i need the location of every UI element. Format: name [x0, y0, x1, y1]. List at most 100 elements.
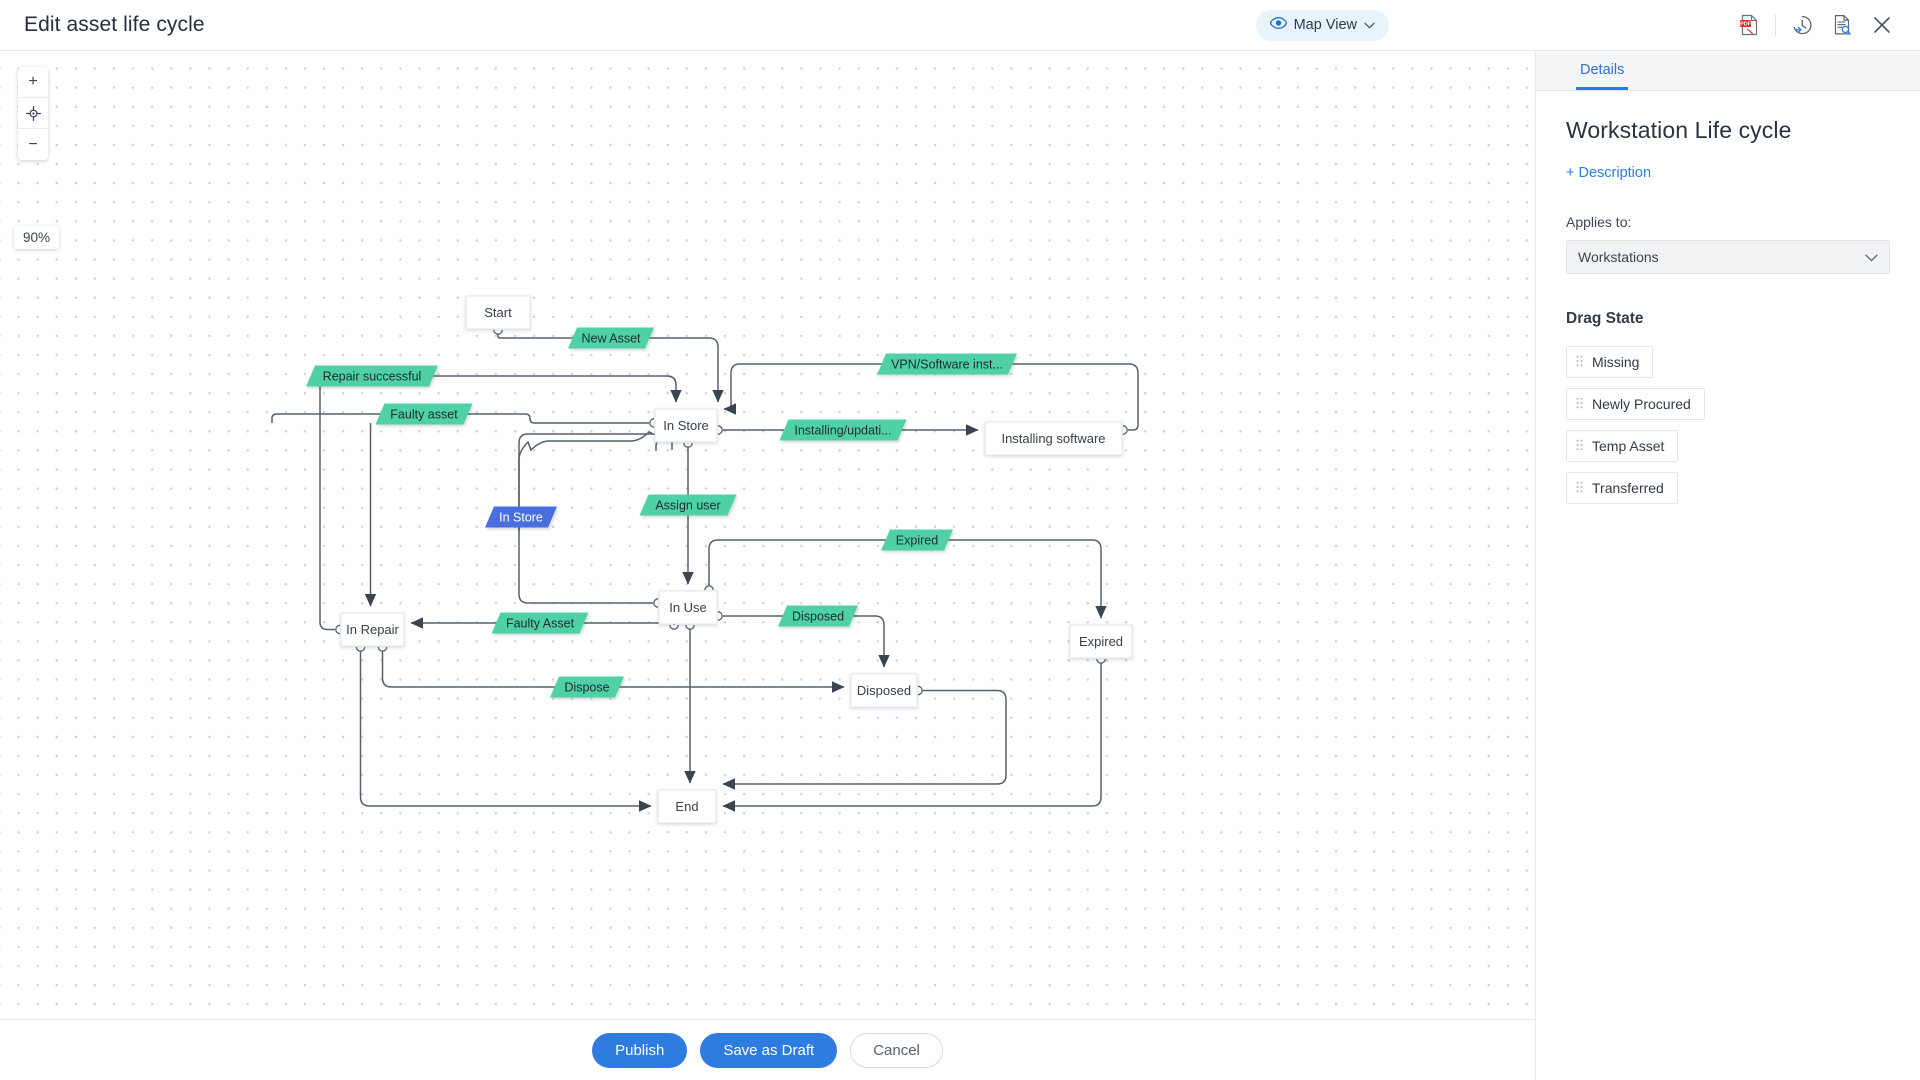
graph-edge[interactable]: [518, 431, 653, 531]
edge-label-shape[interactable]: [778, 605, 858, 627]
publish-button[interactable]: Publish: [592, 1032, 688, 1068]
top-bar: Edit asset life cycle Map View PDF: [0, 0, 1920, 51]
edge-label-shape[interactable]: [485, 506, 557, 528]
graph-node[interactable]: In Store: [654, 408, 718, 443]
drag-handle-icon[interactable]: [1576, 396, 1583, 412]
graph-node[interactable]: Disposed: [850, 673, 918, 708]
node-port[interactable]: [685, 624, 695, 630]
drag-state-item[interactable]: Newly Procured: [1566, 388, 1705, 420]
edge-label[interactable]: Dispose: [550, 676, 624, 698]
zoom-level-badge: 90%: [14, 226, 60, 249]
graph-edge[interactable]: [723, 615, 890, 668]
node-box[interactable]: [658, 590, 718, 625]
node-label: End: [675, 799, 698, 814]
zoom-out-button[interactable]: −: [18, 129, 48, 160]
map-view-button[interactable]: Map View: [1255, 9, 1389, 41]
edge-label-shape[interactable]: [568, 327, 654, 349]
edge-label[interactable]: VPN/Software inst...: [877, 353, 1017, 375]
drag-handle-icon[interactable]: [1576, 438, 1583, 454]
edge-label-shape[interactable]: [639, 494, 737, 516]
audit-log-icon[interactable]: [1822, 5, 1862, 45]
node-box[interactable]: [1069, 624, 1133, 659]
graph-node[interactable]: Installing software: [984, 421, 1123, 456]
cancel-button[interactable]: Cancel: [850, 1032, 943, 1068]
drag-state-row: Newly Procured: [1566, 388, 1890, 430]
edge-label[interactable]: Assign user: [639, 494, 737, 516]
graph-edge[interactable]: [271, 413, 649, 424]
node-port[interactable]: [917, 685, 923, 696]
applies-to-select[interactable]: Workstations: [1566, 240, 1890, 274]
save-as-draft-button[interactable]: Save as Draft: [700, 1032, 838, 1068]
graph-edge[interactable]: [722, 663, 1102, 812]
close-icon[interactable]: [1862, 5, 1902, 45]
tab-details[interactable]: Details: [1576, 62, 1629, 90]
graph-node[interactable]: Start: [465, 295, 531, 330]
node-port[interactable]: [649, 418, 655, 428]
node-port[interactable]: [717, 611, 723, 621]
node-port[interactable]: [335, 624, 341, 635]
drag-state-item[interactable]: Missing: [1566, 346, 1654, 378]
top-bar-icon-group: PDF: [1729, 5, 1902, 45]
drag-handle-icon[interactable]: [1576, 480, 1583, 496]
edge-label-text: Expired: [896, 533, 938, 547]
node-box[interactable]: [850, 673, 918, 708]
edge-label[interactable]: Disposed: [778, 605, 858, 627]
edge-label-text: Assign user: [655, 498, 720, 512]
node-box[interactable]: [654, 408, 718, 443]
graph-edge[interactable]: [722, 689, 1007, 790]
graph-node[interactable]: In Use: [658, 590, 718, 625]
edge-label[interactable]: Faulty asset: [375, 403, 473, 425]
edge-label[interactable]: Faulty Asset: [491, 612, 589, 634]
edge-label-shape[interactable]: [550, 676, 624, 698]
edge-label[interactable]: New Asset: [568, 327, 654, 349]
node-label: In Store: [663, 418, 709, 433]
node-port[interactable]: [704, 585, 714, 591]
node-port[interactable]: [1122, 425, 1128, 435]
node-port[interactable]: [669, 624, 679, 630]
node-port[interactable]: [683, 442, 693, 448]
recenter-icon[interactable]: [18, 98, 48, 129]
node-port[interactable]: [493, 329, 503, 335]
node-port[interactable]: [653, 598, 659, 608]
node-label: In Repair: [346, 622, 399, 637]
graph-node[interactable]: Expired: [1069, 624, 1133, 659]
export-pdf-icon[interactable]: PDF: [1729, 5, 1769, 45]
edge-label-shape[interactable]: [375, 403, 473, 425]
graph-node[interactable]: End: [657, 789, 717, 824]
edge-label[interactable]: Expired: [881, 529, 953, 551]
node-box[interactable]: [657, 789, 717, 824]
applies-to-label: Applies to:: [1566, 214, 1632, 230]
graph-edge[interactable]: [359, 651, 652, 812]
node-box[interactable]: [465, 295, 531, 330]
node-port[interactable]: [355, 646, 366, 652]
drag-handle-icon[interactable]: [1576, 354, 1583, 370]
lifecycle-title: Workstation Life cycle: [1566, 117, 1792, 143]
add-description-link[interactable]: + Description: [1566, 165, 1652, 181]
graph-node[interactable]: In Repair: [340, 612, 405, 647]
edge-label-shape[interactable]: [779, 419, 907, 441]
edge-label-shape[interactable]: [881, 529, 953, 551]
edge-label-shape[interactable]: [491, 612, 589, 634]
edge-label[interactable]: In Store: [485, 506, 557, 528]
chevron-down-icon: [1865, 249, 1878, 265]
edge-label-text: Disposed: [792, 609, 844, 623]
node-port[interactable]: [717, 425, 723, 435]
edge-label[interactable]: Repair successful: [306, 365, 438, 387]
drag-state-item[interactable]: Transferred: [1566, 472, 1678, 504]
graph-edge[interactable]: [708, 539, 1107, 619]
node-label: Installing software: [1001, 431, 1105, 446]
drag-state-item[interactable]: Temp Asset: [1566, 430, 1679, 462]
edge-label-shape[interactable]: [306, 365, 438, 387]
edge-label-shape[interactable]: [877, 353, 1017, 375]
node-port[interactable]: [377, 646, 388, 652]
edge-label[interactable]: Installing/updati...: [779, 419, 907, 441]
zoom-in-button[interactable]: +: [18, 67, 48, 98]
node-box[interactable]: [984, 421, 1123, 456]
node-box[interactable]: [340, 612, 405, 647]
edge-label-text: In Store: [499, 510, 543, 524]
node-port[interactable]: [1096, 658, 1106, 664]
history-icon[interactable]: [1782, 5, 1822, 45]
panel-tab-bar: Details: [1536, 51, 1920, 91]
graph-edge[interactable]: [381, 651, 845, 693]
